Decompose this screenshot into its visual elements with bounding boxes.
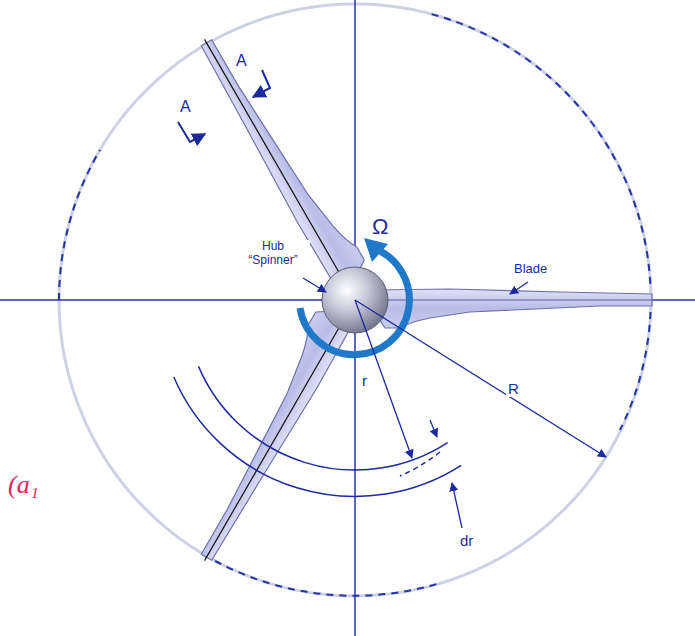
- element-arc: [400, 452, 440, 476]
- section-label: A: [178, 98, 193, 116]
- rotation-arrow: [300, 248, 409, 354]
- dimension-label: R: [506, 380, 521, 397]
- symbol-label: Ω: [370, 214, 390, 239]
- annulus-arc: [174, 366, 461, 496]
- r-dimension: [355, 300, 412, 458]
- handwritten-note: (a₁: [6, 470, 41, 500]
- R-dimension: [355, 300, 606, 457]
- part-label: Hub “Spinner”: [236, 240, 310, 268]
- leader-line: [303, 278, 326, 292]
- dr-arrow: [430, 420, 437, 437]
- rotation-arrowhead: [364, 238, 388, 262]
- leader-line: [510, 282, 528, 294]
- blades: [180, 25, 652, 566]
- section-label: A: [234, 52, 249, 70]
- dimension-label: r: [360, 372, 369, 389]
- part-label: Blade: [512, 262, 549, 277]
- dimension-label: dr: [458, 532, 475, 549]
- section-marker: [178, 70, 270, 142]
- dr-arrow: [452, 483, 462, 528]
